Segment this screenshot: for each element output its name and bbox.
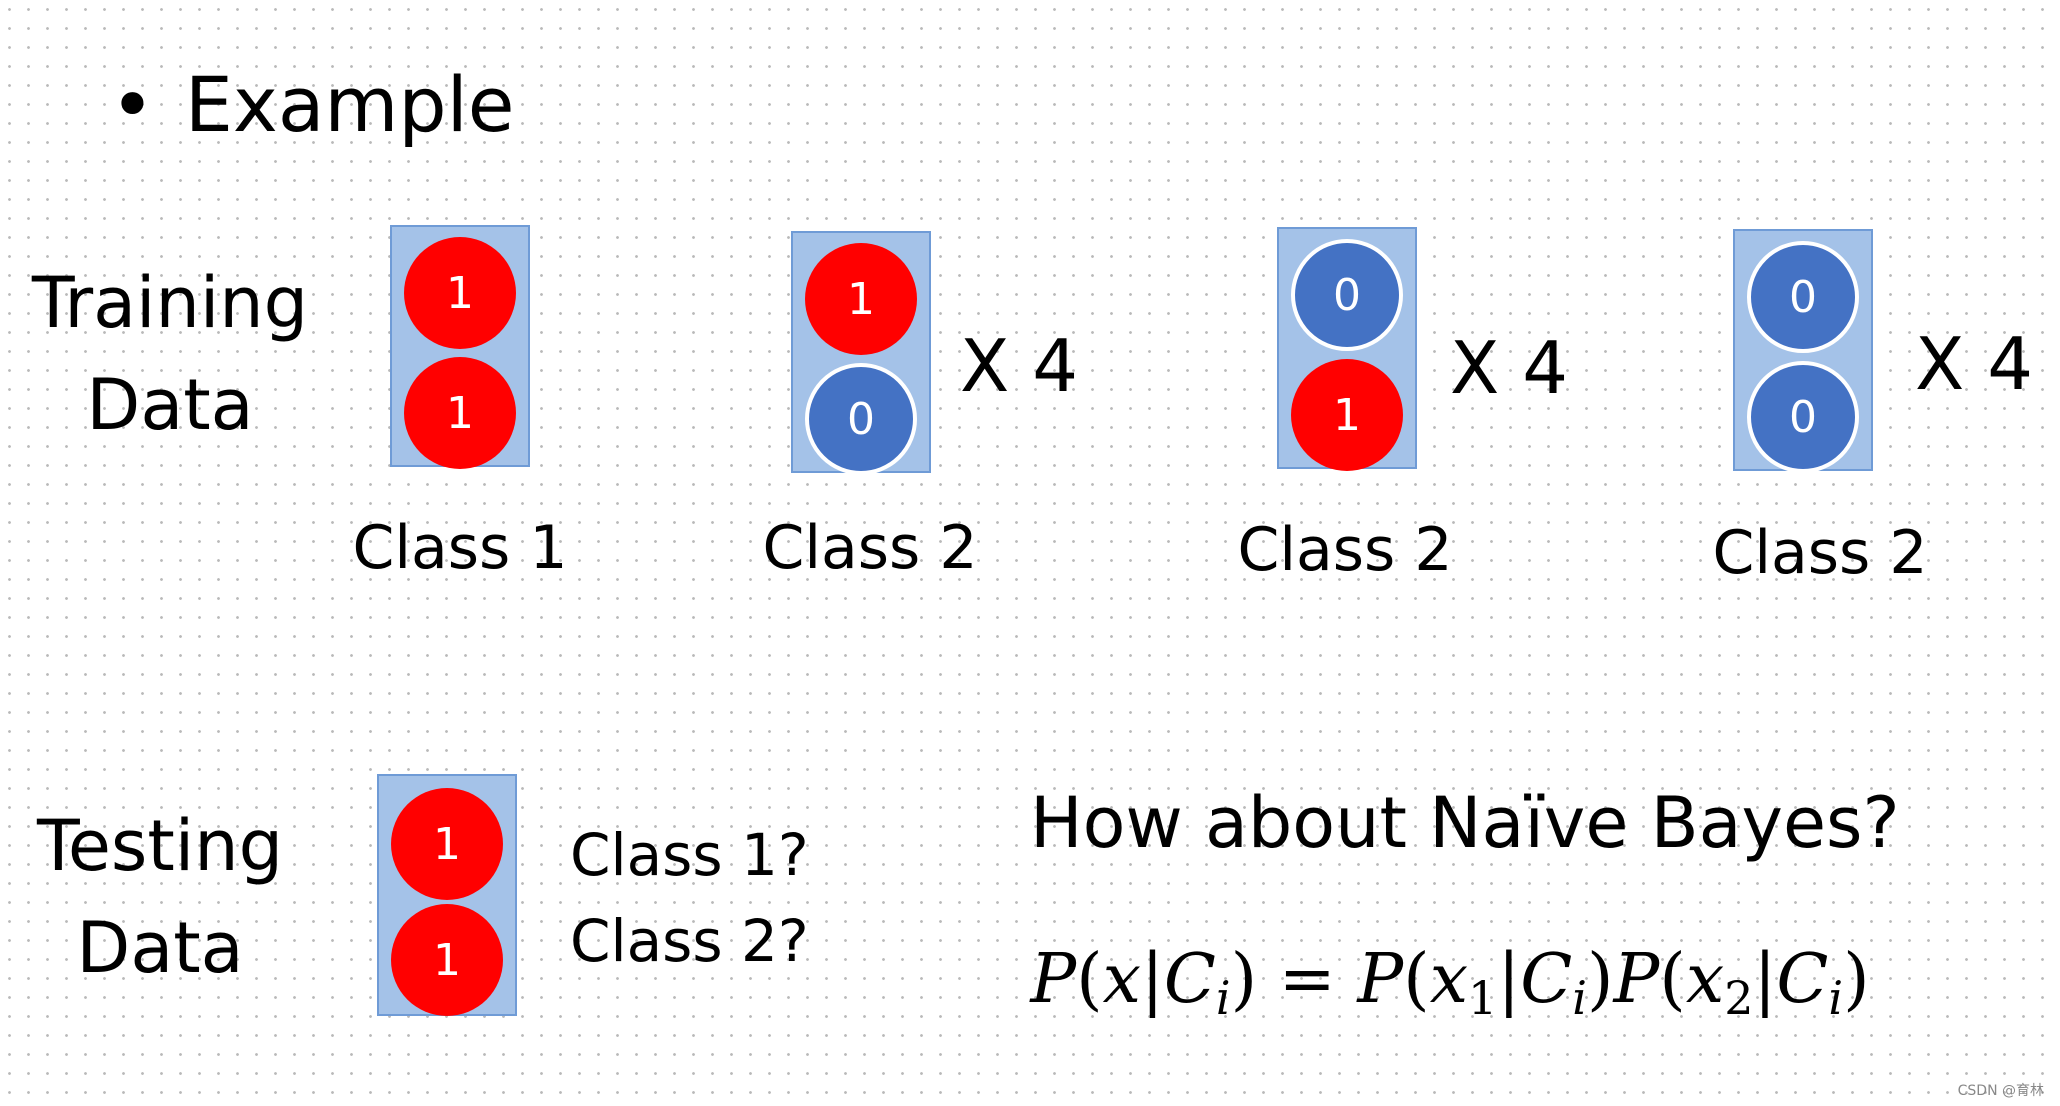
training-class-label-1: Class 1 — [352, 513, 568, 583]
testing-options: Class 1? Class 2? — [570, 812, 809, 984]
formula-equals: = — [1257, 940, 1358, 1019]
feature-1-circle: 1 — [404, 237, 516, 349]
formula-p: P — [1357, 940, 1404, 1019]
training-data-label: Training Data — [20, 252, 320, 456]
formula-sub: i — [1572, 971, 1587, 1025]
formula-x: x — [1102, 940, 1141, 1019]
section-heading: • Example — [110, 60, 515, 150]
multiplier-label-3: X 4 — [1450, 326, 1569, 410]
formula-paren: ( — [1403, 940, 1430, 1019]
bullet-icon: • — [110, 60, 155, 149]
training-label-line2: Data — [86, 364, 254, 446]
formula-sub: 2 — [1724, 971, 1754, 1025]
testing-label-line1: Testing — [36, 805, 284, 887]
feature-2-circle: 0 — [1747, 361, 1859, 473]
training-class-label-2: Class 2 — [762, 513, 978, 583]
formula-sub: i — [1215, 971, 1231, 1025]
formula-c: C — [1520, 940, 1573, 1019]
feature-1-circle: 1 — [391, 788, 503, 900]
formula-sub: 1 — [1468, 971, 1498, 1025]
formula-paren: ( — [1076, 940, 1103, 1019]
formula-paren: ) — [1587, 940, 1614, 1019]
formula-sub: i — [1828, 971, 1844, 1025]
option-class-2: Class 2? — [570, 907, 809, 975]
naive-bayes-formula: P(x|Ci) = P(x1|Ci)P(x2|Ci) — [1000, 940, 1900, 1038]
formula-bar: | — [1753, 940, 1777, 1019]
training-sample-3: 0 1 — [1277, 227, 1417, 471]
formula-c: C — [1163, 940, 1216, 1019]
formula-bar: | — [1140, 940, 1164, 1019]
training-sample-2: 1 0 — [791, 231, 931, 475]
formula-paren: ) — [1843, 940, 1870, 1019]
feature-2-circle: 1 — [404, 357, 516, 469]
feature-2-circle: 0 — [805, 363, 917, 475]
formula-bar: | — [1497, 940, 1521, 1019]
formula-p: P — [1030, 940, 1077, 1019]
heading-text: Example — [184, 60, 515, 149]
training-sample-1: 1 1 — [390, 225, 530, 469]
feature-2-circle: 1 — [1291, 359, 1403, 471]
multiplier-label-2: X 4 — [960, 324, 1079, 408]
formula-paren: ) — [1230, 940, 1258, 1019]
feature-1-circle: 0 — [1747, 241, 1859, 353]
watermark: CSDN @育林 — [1957, 1083, 2044, 1099]
multiplier-label-4: X 4 — [1915, 322, 2034, 406]
formula-p: P — [1613, 940, 1660, 1019]
testing-sample: 1 1 — [377, 774, 517, 1016]
feature-2-circle: 1 — [391, 904, 503, 1016]
formula-x: x — [1429, 940, 1469, 1019]
training-sample-4: 0 0 — [1733, 229, 1873, 473]
training-label-line1: Training — [31, 262, 309, 344]
feature-1-circle: 1 — [805, 243, 917, 355]
feature-1-circle: 0 — [1291, 239, 1403, 351]
naive-bayes-question: How about Naïve Bayes? — [1030, 782, 1900, 864]
training-class-label-4: Class 2 — [1712, 518, 1928, 588]
training-class-label-3: Class 2 — [1237, 515, 1453, 585]
testing-label-line2: Data — [76, 907, 244, 989]
testing-data-label: Testing Data — [10, 795, 310, 999]
formula-c: C — [1776, 940, 1829, 1019]
formula-paren: ( — [1659, 940, 1686, 1019]
formula-x: x — [1685, 940, 1725, 1019]
option-class-1: Class 1? — [570, 821, 809, 889]
